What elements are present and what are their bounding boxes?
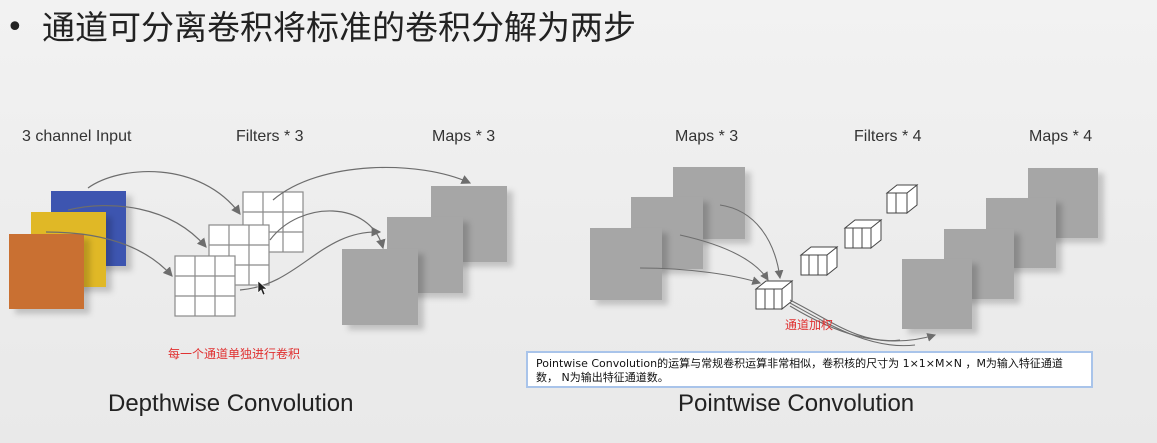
- depthwise-filters: [174, 191, 304, 317]
- filter-grid-1: [174, 255, 236, 317]
- explanation-note: Pointwise Convolution的运算与常规卷积运算非常相似，卷积核的…: [526, 351, 1093, 388]
- slide-title-row: • 通道可分离卷积将标准的卷积分解为两步: [0, 0, 1157, 60]
- depthwise-input-channels: [9, 191, 126, 309]
- bullet-point: •: [6, 10, 24, 45]
- depthwise-input-label: 3 channel Input: [22, 128, 132, 145]
- pointwise-output-maps: [902, 168, 1098, 329]
- pointwise-arrows: [639, 204, 937, 347]
- pointwise-filter-4: [885, 183, 919, 215]
- depthwise-maps-label: Maps * 3: [432, 128, 496, 145]
- pointwise-input-maps: [590, 167, 745, 300]
- pointwise-caption: Pointwise Convolution: [678, 390, 915, 417]
- depthwise-filters-label: Filters * 3: [236, 128, 304, 145]
- pointwise-in-map-1: [590, 228, 662, 300]
- pointwise-filters-label: Filters * 4: [854, 128, 922, 145]
- pointwise-filters: [754, 183, 919, 311]
- pointwise-filter-1: [754, 279, 794, 311]
- explanation-note-text: Pointwise Convolution的运算与常规卷积运算非常相似，卷积核的…: [536, 357, 1063, 384]
- pointwise-maps-out-label: Maps * 4: [1029, 128, 1093, 145]
- depthwise-map-1: [342, 249, 418, 325]
- depthwise-caption: Depthwise Convolution: [108, 390, 354, 417]
- pointwise-filter-3: [843, 218, 883, 250]
- pointwise-maps-in-label: Maps * 3: [675, 128, 739, 145]
- depthwise-arrows: [45, 166, 472, 291]
- input-channel-orange: [9, 234, 84, 309]
- depthwise-output-maps: [342, 186, 507, 325]
- depthwise-annotation: 每一个通道单独进行卷积: [168, 347, 301, 361]
- pointwise-filter-2: [799, 245, 839, 277]
- slide-title: 通道可分离卷积将标准的卷积分解为两步: [42, 8, 636, 47]
- pointwise-annotation: 通道加权: [785, 318, 834, 332]
- mouse-cursor-icon: [257, 280, 268, 296]
- pointwise-out-map-1: [902, 259, 972, 329]
